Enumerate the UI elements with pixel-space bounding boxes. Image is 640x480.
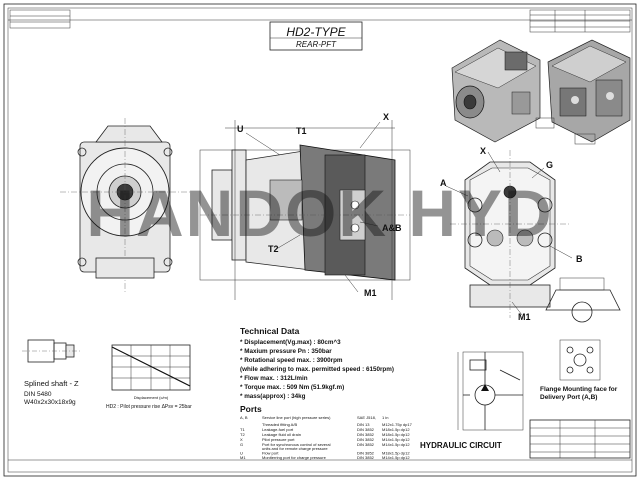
ports-cell: DIN 3852 <box>357 442 375 447</box>
label-x: X <box>383 112 389 122</box>
hydraulic-circuit-title: HYDRAULIC CIRCUIT <box>420 441 502 450</box>
drawing-title: HD2-TYPE <box>286 25 346 39</box>
pump-rear-view <box>445 150 573 318</box>
pump-iso-render-right <box>547 39 631 143</box>
ports-cell: M18x1.5p dp12 <box>382 451 410 456</box>
label-g: G <box>546 160 553 170</box>
ports-cell: DIN 3852 <box>357 427 375 432</box>
label-t1: T1 <box>296 126 307 136</box>
ports-cell: T1 <box>240 427 245 432</box>
leader-lines <box>225 121 395 293</box>
title-block <box>529 419 631 459</box>
pilot-pressure-chart <box>111 344 191 391</box>
tech-lines: * Displacement(Vg.max) : 80cm^3 * Maxium… <box>240 338 394 400</box>
ports-cell: M18x1.5p dp12 <box>382 432 410 437</box>
ports-header-cell: A, B <box>240 415 248 420</box>
ports-cell: X <box>240 437 243 442</box>
ports-cell: units and for remote charge pressure <box>262 446 328 451</box>
ports-cell: DIN 3852 <box>357 437 375 442</box>
ports-cell: Flow port <box>262 451 279 456</box>
label-m1-rear: M1 <box>518 312 531 322</box>
hydraulic-circuit-schematic <box>457 351 524 431</box>
label-m1: M1 <box>364 288 377 298</box>
ports-cell: G <box>240 442 243 447</box>
tech-line: * Maxium pressure Pn : 350bar <box>240 348 332 355</box>
label-x-rear: X <box>480 146 486 156</box>
label-u: U <box>237 124 244 134</box>
tech-line: * Torque max. : 509 Nm (51.9kgf.m) <box>240 384 344 391</box>
ports-cell: M18x1.5p dp12 <box>382 427 410 432</box>
sheet-border <box>3 3 637 477</box>
top-left-title-block <box>9 9 71 29</box>
pump-front-view <box>60 118 190 292</box>
small-detail-views <box>535 117 596 145</box>
flange-caption: Flange Mounting face for Delivery Port (… <box>540 386 618 401</box>
ports-cell: DIN 3852 <box>357 432 375 437</box>
ports-table: A, B Service line port (high pressure se… <box>240 415 413 460</box>
drawing-subtitle: REAR-PFT <box>296 40 337 49</box>
ports-cell: DIN 3852 <box>357 455 375 460</box>
ports-cell: M1 <box>240 455 246 460</box>
ports-cell: M14x1.5p dp12 <box>382 442 410 447</box>
ports-cell: U <box>240 451 243 456</box>
tech-line: * Rotational speed max. : 3900rpm <box>240 357 343 364</box>
pump-side-view <box>199 120 411 300</box>
shaft-spec: W40x2x30x18x9g <box>24 399 76 406</box>
label-b: B <box>576 254 583 264</box>
watermark-text: HANDOK HYD <box>86 176 553 250</box>
ports-header-cell: 1 in <box>382 415 388 420</box>
ports-cell: Pilot pressure port <box>262 437 295 442</box>
title-box <box>269 21 363 51</box>
label-t2: T2 <box>268 244 279 254</box>
shaft-title: Splined shaft - Z <box>24 379 79 388</box>
ports-cell: Moniterring port for charge pressure <box>262 455 327 460</box>
flange-caption-box: Flange Mounting face for Delivery Port (… <box>540 386 618 401</box>
splined-shaft-drawing <box>22 339 80 363</box>
inner-border <box>7 7 633 473</box>
ports-cell: Port for synchronous control of several <box>262 442 331 447</box>
chart-caption: HD2 : Pilot pressure rise ΔPsv = 25bar <box>106 404 192 410</box>
tech-line: (while adhering to max. permitted speed … <box>240 366 394 373</box>
ports-cell: T2 <box>240 432 245 437</box>
ports-cell: Leakage fluid oil drain <box>262 432 301 437</box>
ports-header-cell: SAE J518, <box>357 415 376 420</box>
ports-cell: M14x1.5p dp12 <box>382 437 410 442</box>
tech-line: * mass(approx) : 34kg <box>240 393 306 400</box>
ports-cell: Threaded fitting A/B <box>262 422 297 427</box>
ports-cell: M14x1.5p dp12 <box>382 455 410 460</box>
label-ab: A&B <box>382 223 402 233</box>
ports-cell: Leakage-fuel port <box>262 427 294 432</box>
tech-title: Technical Data <box>240 326 300 336</box>
ports-title: Ports <box>240 404 262 414</box>
tech-line: * Displacement(Vg.max) : 80cm^3 <box>240 338 341 346</box>
pump-iso-render-left <box>451 39 541 143</box>
ports-cell: DIN 13 <box>357 422 370 427</box>
ports-cell: M12x1.75p dp17 <box>382 422 413 427</box>
label-a: A <box>440 178 447 188</box>
flange-detail <box>545 277 621 381</box>
tech-line: * Flow max. : 312L/min <box>240 375 308 382</box>
shaft-din: DIN 5480 <box>24 391 52 398</box>
ports-cell: DIN 3852 <box>357 451 375 456</box>
revision-table <box>529 9 631 33</box>
chart-xlabel: Displacement (c/m) <box>134 395 169 400</box>
ports-header-cell: Service line port (high pressure series) <box>262 415 331 420</box>
